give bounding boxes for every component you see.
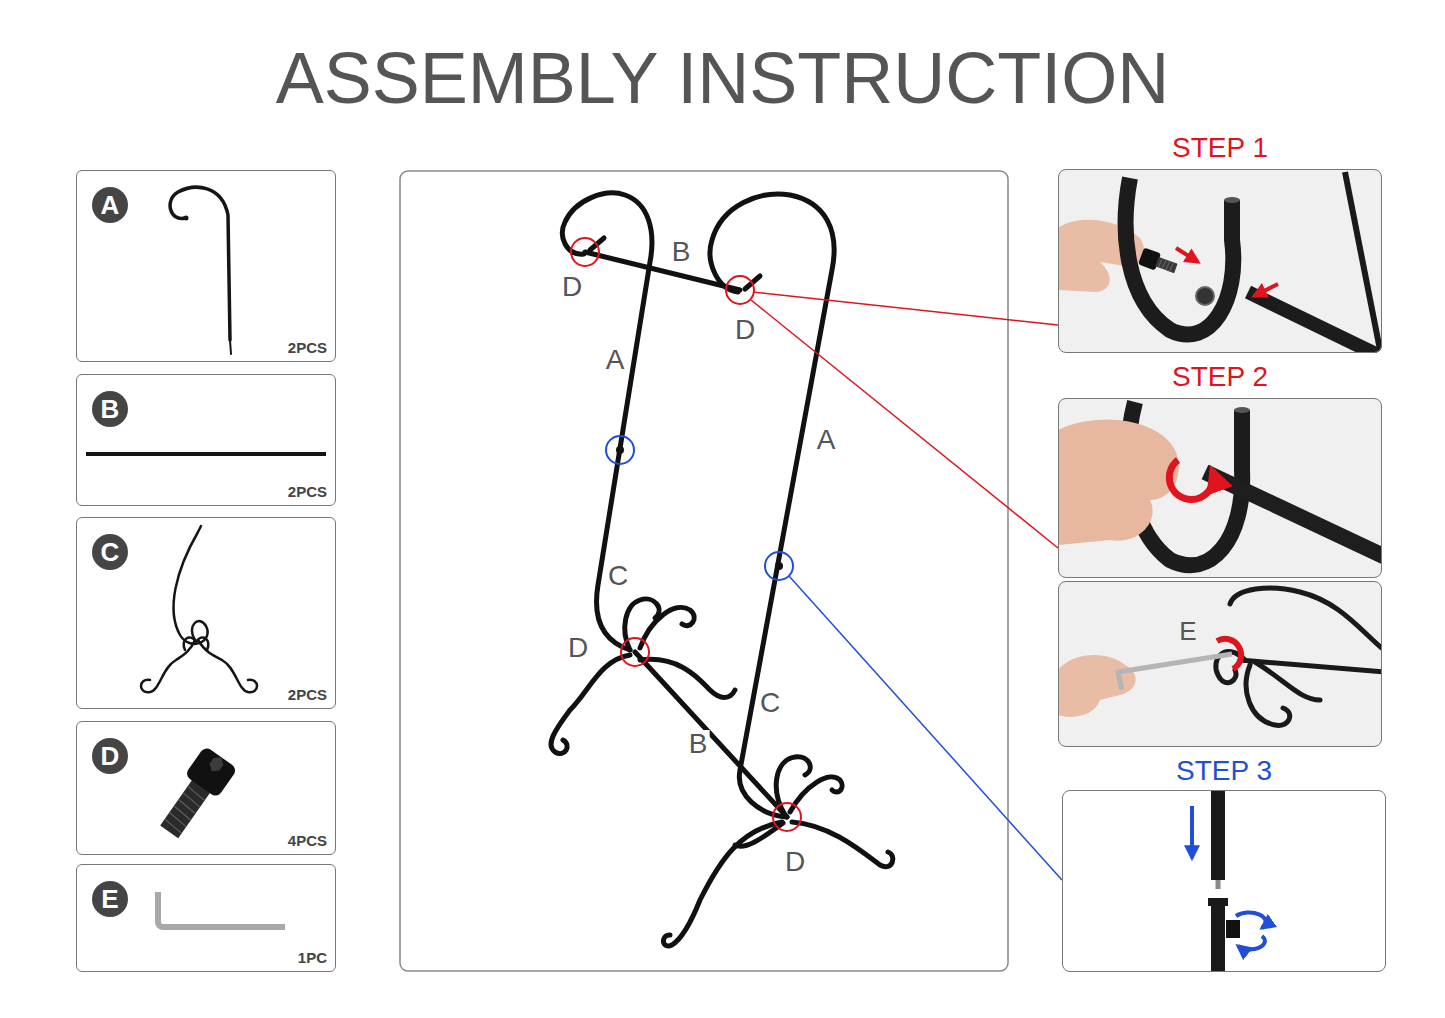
quantity-label: 2PCS bbox=[288, 340, 327, 355]
step-heading: STEP 3 bbox=[1176, 757, 1272, 785]
part-label: D bbox=[783, 848, 807, 876]
part-letter: D bbox=[101, 743, 120, 769]
part-a-hook bbox=[170, 187, 231, 354]
leader-lines bbox=[751, 292, 1062, 880]
part-letter-badge: E bbox=[92, 881, 128, 917]
tool-label: E bbox=[1179, 618, 1196, 644]
part-letter-badge: A bbox=[92, 187, 128, 223]
step2-photo bbox=[1058, 398, 1382, 578]
step1-photo bbox=[1058, 169, 1382, 353]
part-letter: A bbox=[101, 192, 120, 218]
part-b-bar bbox=[86, 452, 326, 456]
part-box: 1PC E bbox=[76, 864, 336, 972]
quantity-label: 2PCS bbox=[288, 484, 327, 499]
assembly-drawing bbox=[551, 193, 893, 946]
joint-markers bbox=[571, 238, 801, 831]
part-c-leg bbox=[141, 526, 257, 692]
part-letter-badge: D bbox=[92, 738, 128, 774]
quantity-label: 2PCS bbox=[288, 687, 327, 702]
page-title: ASSEMBLY INSTRUCTION bbox=[0, 42, 1445, 114]
part-letter: E bbox=[101, 886, 118, 912]
part-box: 2PCS C bbox=[76, 517, 336, 709]
part-label: B bbox=[670, 238, 693, 266]
step-panel: STEP 2 bbox=[1058, 398, 1382, 578]
part-label: D bbox=[733, 316, 757, 344]
part-box: 2PCS B bbox=[76, 374, 336, 506]
step-panel: STEP 1 bbox=[1058, 169, 1382, 353]
part-label: A bbox=[815, 426, 838, 454]
part-label: B bbox=[687, 730, 710, 758]
photo-panel: E bbox=[1058, 581, 1382, 747]
part-d-bolt bbox=[153, 746, 238, 843]
part-letter: C bbox=[101, 539, 120, 565]
part-label: D bbox=[560, 273, 584, 301]
part-letter: B bbox=[101, 396, 120, 422]
part-label: D bbox=[566, 634, 590, 662]
part-label: C bbox=[606, 562, 630, 590]
assembly-frame bbox=[400, 171, 1008, 971]
part-label: C bbox=[758, 689, 782, 717]
quantity-label: 4PCS bbox=[288, 833, 327, 848]
step-panel: STEP 3 bbox=[1062, 790, 1386, 972]
step3-photo bbox=[1062, 790, 1386, 972]
part-box: 4PCS D bbox=[76, 721, 336, 855]
quantity-label: 1PC bbox=[298, 950, 327, 965]
part-label: A bbox=[604, 346, 627, 374]
part-e-key bbox=[158, 892, 285, 927]
part-box: 2PCS A bbox=[76, 170, 336, 362]
step-heading: STEP 2 bbox=[1172, 363, 1268, 391]
step-heading: STEP 1 bbox=[1172, 134, 1268, 162]
part-letter-badge: B bbox=[92, 391, 128, 427]
part-letter-badge: C bbox=[92, 534, 128, 570]
tool-photo bbox=[1058, 581, 1382, 747]
